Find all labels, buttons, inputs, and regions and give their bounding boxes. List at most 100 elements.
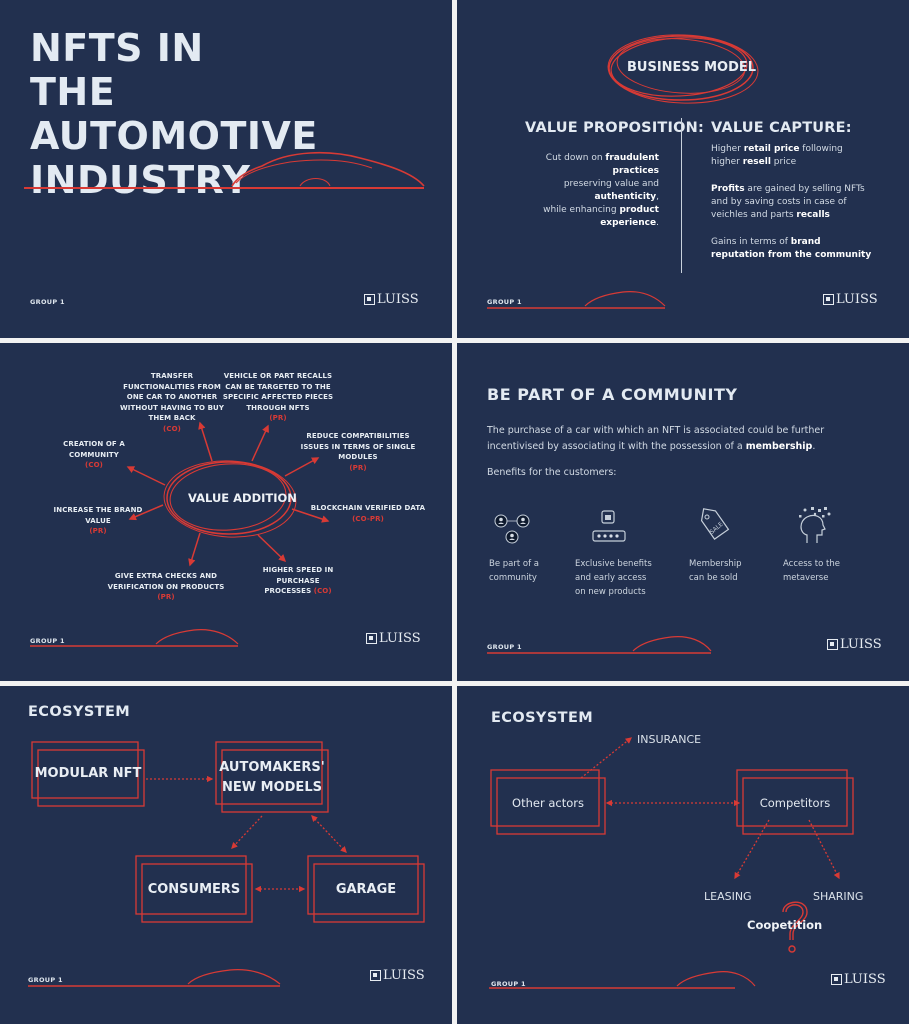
text-run: brand [790, 237, 821, 247]
caption-line: Exclusive benefits [575, 559, 652, 569]
text-run: authenticity [594, 192, 657, 202]
text-run: experience [600, 218, 657, 228]
slide-ecosystem-1: ECOSYSTEM MODULAR NFT AUTOMAKERS' NEW MOD… [0, 686, 452, 1024]
item-line: TRANSFER [150, 372, 194, 380]
caption-line: metaverse [783, 573, 829, 583]
logo-text: LUISS [844, 972, 886, 987]
leasing-label: LEASING [704, 890, 752, 903]
caption-line: community [489, 573, 537, 583]
item-tag: (CO) [85, 461, 103, 469]
text-run: while enhancing [543, 205, 620, 215]
luiss-crest-icon [370, 970, 381, 981]
text-run: Higher [711, 144, 744, 154]
question-mark-icon [782, 901, 808, 953]
group-label: GROUP 1 [487, 643, 522, 651]
value-proposition-heading: VALUE PROPOSITION: [525, 120, 704, 136]
item-line: THROUGH NFTS [246, 403, 310, 412]
item-line: ISSUES IN TERMS OF SINGLE [300, 442, 416, 451]
item-line: VEHICLE OR PART RECALLS [223, 372, 333, 380]
item-line: REDUCE COMPATIBILITIES [306, 432, 410, 440]
benefits-label: Benefits for the customers: [487, 467, 617, 478]
benefit-caption: Be part of a community [489, 557, 539, 585]
community-heading: BE PART OF A COMMUNITY [487, 385, 738, 404]
text-run: retail price [743, 144, 800, 154]
value-proposition-text: Cut down on fraudulent practices preserv… [497, 152, 659, 230]
consumers-box: CONSUMERS [147, 882, 241, 897]
garage-box: GARAGE [335, 882, 397, 897]
item-tag: (CO) [313, 587, 332, 595]
luiss-crest-icon [827, 639, 838, 650]
slide-ecosystem-2: ECOSYSTEM Other actors Competitors INSUR… [457, 686, 909, 1024]
text-run: resell [742, 157, 771, 167]
item-line: ONE CAR TO ANOTHER [126, 393, 218, 401]
item-tag: (PR) [157, 593, 175, 601]
title-line: INDUSTRY [30, 158, 251, 202]
group-label: GROUP 1 [487, 298, 522, 306]
item-line: VERIFICATION ON PRODUCTS [107, 582, 225, 591]
car-silhouette-icon [487, 291, 666, 309]
item-tag: (CO) [163, 424, 181, 433]
caption-line: Be part of a [489, 559, 539, 569]
logo-text: LUISS [379, 631, 421, 646]
text-run: and by saving costs in case of [711, 197, 847, 207]
value-item: REDUCE COMPATIBILITIES ISSUES IN TERMS OF… [296, 431, 420, 473]
item-tag: (PR) [349, 463, 367, 472]
benefit-caption: Membership can be sold [689, 557, 742, 585]
ecosystem-diagram [489, 737, 854, 989]
luiss-logo: LUISS [823, 292, 878, 307]
slide-community: BE PART OF A COMMUNITY The purchase of a… [457, 343, 909, 681]
logo-text: LUISS [383, 968, 425, 983]
text-run: . [656, 218, 659, 228]
item-line: SPECIFIC AFFECTED PIECES [222, 393, 334, 401]
caption-line: can be sold [689, 573, 738, 583]
item-line: INCREASE THE BRAND [53, 506, 143, 514]
item-tag: (PR) [269, 414, 287, 422]
group-label: GROUP 1 [28, 976, 63, 984]
value-addition-diagram [30, 421, 330, 647]
box-line: NEW MODELS [222, 780, 322, 795]
item-line: HIGHER SPEED IN [262, 566, 334, 574]
insurance-label: INSURANCE [637, 733, 702, 746]
text-run: product [619, 205, 659, 215]
ecosystem-diagram [28, 741, 425, 987]
scribble-circle-icon [607, 34, 759, 104]
value-capture-heading: VALUE CAPTURE: [711, 120, 852, 136]
text-run: practices [612, 166, 659, 176]
competitors-box: Competitors [759, 796, 831, 810]
title-line: NFTS IN THE [30, 26, 204, 114]
text-run: Profits [711, 184, 745, 194]
sharing-label: SHARING [813, 890, 864, 903]
luiss-crest-icon [364, 294, 375, 305]
box-line: AUTOMAKERS' [219, 760, 325, 775]
slide-title: NFTS IN THE AUTOMOTIVE INDUSTRY GROUP 1 … [0, 0, 452, 338]
caption-line: on new products [575, 587, 646, 597]
metaverse-head-icon [799, 507, 831, 543]
caption-line: Access to the [783, 559, 840, 569]
text-run: are gained by selling NFTs [744, 184, 865, 194]
item-line: FUNCTIONALITIES FROM [123, 382, 221, 391]
ecosystem-heading: ECOSYSTEM [28, 704, 131, 720]
luiss-logo: LUISS [827, 637, 882, 652]
caption-line: Membership [689, 559, 742, 569]
item-line: BLOCKCHAIN VERIFIED DATA [310, 504, 426, 512]
luiss-crest-icon [366, 633, 377, 644]
password-lock-icon [592, 510, 626, 542]
text-run: recalls [796, 210, 830, 220]
luiss-logo: LUISS [370, 968, 425, 983]
item-line: VALUE [85, 516, 111, 525]
coopetition-label: Coopetition [747, 918, 823, 932]
luiss-crest-icon [823, 294, 834, 305]
business-model-badge: BUSINESS MODEL [627, 60, 757, 75]
value-item: BLOCKCHAIN VERIFIED DATA(CO-PR) [306, 503, 430, 524]
modular-nft-box: MODULAR NFT [34, 766, 142, 781]
community-paragraph: The purchase of a car with which an NFT … [487, 423, 882, 455]
item-tag: (PR) [89, 527, 107, 535]
value-item: TRANSFER FUNCTIONALITIES FROM ONE CAR TO A… [112, 371, 232, 434]
text-run: Cut down on [545, 153, 606, 163]
luiss-crest-icon [831, 974, 842, 985]
